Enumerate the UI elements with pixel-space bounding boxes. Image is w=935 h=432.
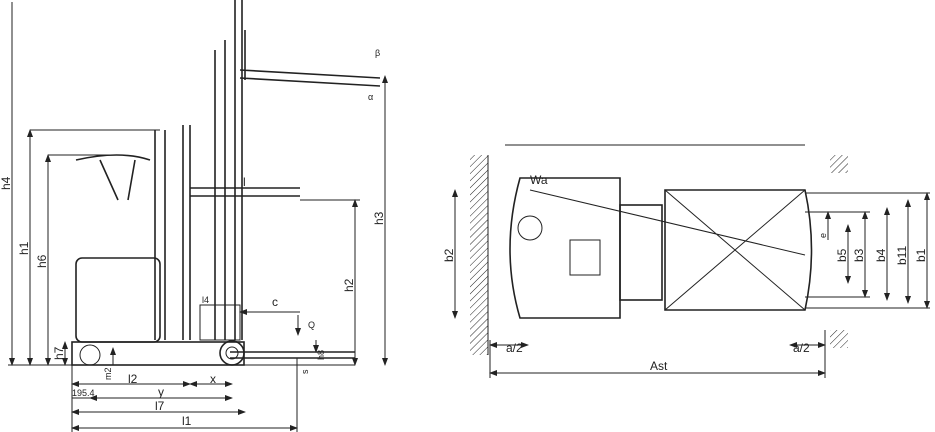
dim-s: s xyxy=(300,369,310,374)
dim-h3: h3 xyxy=(372,211,386,225)
operator-compartment xyxy=(75,257,161,343)
dim-l1: l1 xyxy=(182,414,192,428)
mid-forks xyxy=(190,187,300,197)
dim-x: x xyxy=(210,372,216,386)
tilt-alpha: α xyxy=(368,92,373,102)
dim-h8: h8 xyxy=(316,350,326,360)
dim-y: y xyxy=(158,385,164,399)
drive-wheel xyxy=(79,344,101,366)
dim-h2: h2 xyxy=(342,278,356,292)
seat xyxy=(75,154,151,201)
dim-m2: m2 xyxy=(103,367,113,380)
dim-195-4: 195.4 xyxy=(72,388,95,398)
dim-b11: b11 xyxy=(895,246,909,265)
side-view: h4 h1 h6 h7 h2 h3 m2 h8 s Q c l4 l β α l… xyxy=(0,0,388,432)
dim-h6: h6 xyxy=(35,254,49,268)
dim-a-half-right: a/2 xyxy=(793,341,810,355)
dim-Wa: Wa xyxy=(530,173,548,187)
dim-e: e xyxy=(818,233,828,238)
dim-b1: b1 xyxy=(914,248,928,262)
pallet-load xyxy=(664,189,813,311)
dim-b5: b5 xyxy=(835,248,849,262)
dim-b4: b4 xyxy=(874,248,888,262)
dim-h4: h4 xyxy=(0,176,13,190)
load-Q: Q xyxy=(308,320,315,330)
aisle-wall-bottom-right xyxy=(830,330,848,348)
fork-carriage xyxy=(619,204,663,301)
aisle-wall-left xyxy=(470,155,488,355)
dim-l4: l4 xyxy=(202,295,209,305)
raised-forks xyxy=(239,30,381,87)
dim-h1: h1 xyxy=(17,241,31,255)
dim-b3: b3 xyxy=(852,248,866,262)
lowered-forks xyxy=(230,351,355,359)
mast xyxy=(199,0,243,341)
dim-l: l xyxy=(243,175,246,189)
dim-c: c xyxy=(272,295,278,309)
steering-wheel xyxy=(517,215,543,241)
aisle-wall-top-right xyxy=(830,155,848,173)
load-wheel xyxy=(219,340,245,366)
dim-l7: l7 xyxy=(155,399,165,413)
dim-h7: h7 xyxy=(52,346,66,360)
dim-l2: l2 xyxy=(128,372,138,386)
dim-Ast: Ast xyxy=(650,359,668,373)
tilt-beta: β xyxy=(375,48,380,58)
dim-b2: b2 xyxy=(442,248,456,262)
truck-body-top xyxy=(509,177,621,319)
dim-a-half-left: a/2 xyxy=(506,341,523,355)
top-view: Wa b2 a/2 a/2 Ast e b5 b3 b4 b11 b1 xyxy=(442,144,930,378)
